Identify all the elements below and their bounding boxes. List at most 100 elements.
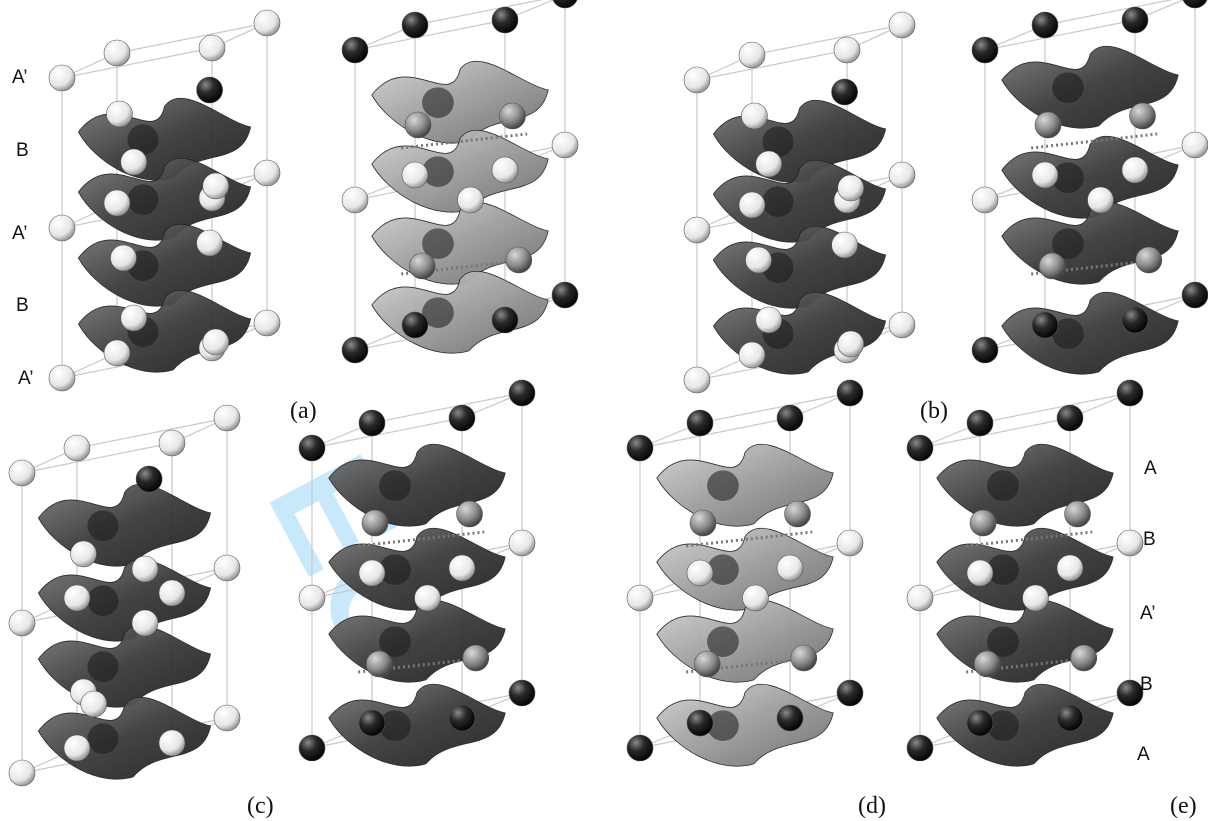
light-atom xyxy=(683,366,711,394)
light-atom xyxy=(158,429,186,457)
unit-cell-structures xyxy=(8,0,1208,787)
isosurface-hole xyxy=(987,710,1019,741)
isosurface-hole xyxy=(127,124,159,155)
isosurface-hole xyxy=(987,470,1019,501)
isosurface-hole xyxy=(87,510,119,541)
light-atom xyxy=(683,66,711,94)
dark-atom xyxy=(1121,306,1149,334)
dark-atom xyxy=(196,76,223,104)
unit-cell-c-left xyxy=(8,404,241,787)
dotted-bond xyxy=(401,132,528,150)
gray-atom xyxy=(499,102,526,130)
dark-atom xyxy=(448,404,476,432)
dark-atom xyxy=(135,465,163,493)
isosurface-hole xyxy=(422,228,454,259)
dark-atom xyxy=(1181,281,1208,309)
light-atom xyxy=(1116,529,1144,557)
dark-atom xyxy=(906,434,934,462)
isosurface-hole xyxy=(379,470,411,501)
cell-plane xyxy=(61,22,268,79)
isosurface-lobe xyxy=(371,60,549,144)
dotted-bond xyxy=(966,530,1093,548)
panel-label-a: (a) xyxy=(290,398,317,424)
isosurface-lobe xyxy=(328,527,506,611)
light-atom xyxy=(103,39,131,67)
isosurface-hole xyxy=(707,626,739,657)
light-atom xyxy=(48,64,76,92)
isosurface-hole xyxy=(422,156,454,187)
gray-atom xyxy=(1129,102,1156,130)
light-atom xyxy=(253,309,281,337)
isosurface-hole xyxy=(1052,72,1084,103)
isosurface-lobe xyxy=(328,683,506,767)
dark-atom xyxy=(1056,704,1084,732)
layer-label-a-prime-right: A’ xyxy=(1140,603,1155,624)
gray-atom xyxy=(456,500,483,528)
light-atom xyxy=(8,759,36,787)
dark-atom xyxy=(1031,11,1059,39)
dark-atom xyxy=(966,409,994,437)
light-atom xyxy=(686,559,714,587)
light-atom xyxy=(491,156,519,184)
isosurface-hole xyxy=(762,186,794,217)
light-atom xyxy=(103,339,131,367)
gray-atom xyxy=(693,650,721,678)
gray-atom xyxy=(462,644,490,672)
light-atom xyxy=(626,584,654,612)
light-atom xyxy=(738,41,766,69)
light-atom xyxy=(837,174,865,202)
unit-cell-b-right xyxy=(971,0,1208,375)
isosurface-lobe xyxy=(1001,45,1179,129)
layer-label-a-prime-top: A’ xyxy=(12,67,27,88)
gray-atom xyxy=(365,650,393,678)
light-atom xyxy=(63,734,91,762)
light-atom xyxy=(196,229,223,257)
isosurface-lobe xyxy=(656,527,834,611)
light-atom xyxy=(358,559,386,587)
light-atom xyxy=(120,148,148,176)
gray-atom xyxy=(1064,500,1091,528)
isosurface-hole xyxy=(987,554,1019,585)
layer-label-a-prime-bottom: A’ xyxy=(18,368,33,389)
light-atom xyxy=(742,584,769,612)
layer-label-b-lower: B xyxy=(16,295,29,316)
dark-atom xyxy=(831,78,858,106)
gray-atom xyxy=(1038,252,1066,280)
isosurface-lobe xyxy=(77,289,252,373)
dotted-bond xyxy=(1031,132,1158,150)
dark-atom xyxy=(1031,311,1059,339)
isosurface-hole xyxy=(87,723,119,754)
light-atom xyxy=(110,244,137,272)
isosurface-lobe xyxy=(328,443,506,527)
layer-label-b-upper-right: B xyxy=(1143,529,1156,550)
light-atom xyxy=(755,306,783,334)
light-atom xyxy=(341,186,369,214)
light-atom xyxy=(158,579,186,607)
dark-atom xyxy=(298,734,326,762)
light-atom xyxy=(1056,554,1084,582)
isosurface-lobe xyxy=(656,683,834,767)
dark-atom xyxy=(836,379,864,407)
light-atom xyxy=(106,100,133,128)
isosurface-hole xyxy=(707,710,739,741)
dark-atom xyxy=(626,734,654,762)
dark-atom xyxy=(401,11,429,39)
dotted-bond xyxy=(686,530,813,548)
cell-plane xyxy=(639,392,851,449)
light-atom xyxy=(551,131,579,159)
light-atom xyxy=(213,704,241,732)
dark-atom xyxy=(341,36,369,64)
light-atom xyxy=(158,729,186,757)
layer-label-a-bottom: A xyxy=(1137,744,1150,765)
light-atom xyxy=(745,246,772,274)
dark-atom xyxy=(508,679,536,707)
isosurface-hole xyxy=(707,470,739,501)
dark-atom xyxy=(1116,379,1144,407)
gray-atom xyxy=(973,650,1001,678)
isosurface-hole xyxy=(1052,162,1084,193)
dark-atom xyxy=(686,409,714,437)
isosurface-hole xyxy=(127,184,159,215)
light-atom xyxy=(120,304,148,332)
light-atom xyxy=(836,529,864,557)
